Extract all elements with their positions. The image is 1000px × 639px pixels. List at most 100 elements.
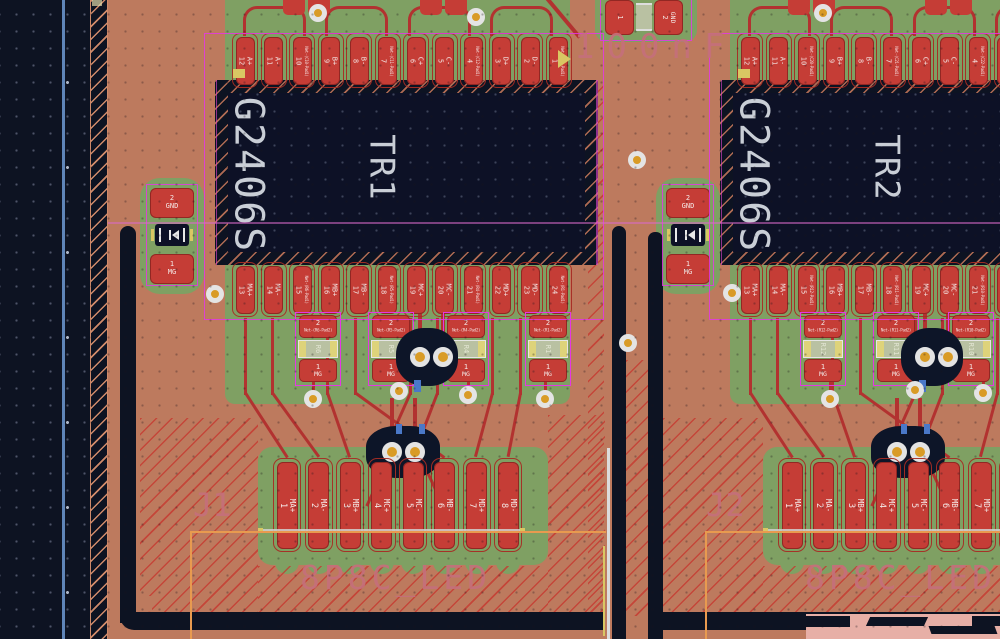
tht-hole[interactable] <box>405 442 425 462</box>
tht-hole[interactable] <box>910 442 930 462</box>
pad[interactable]: MC-20 <box>936 262 963 317</box>
pad[interactable]: MC+19 <box>908 262 934 317</box>
slot-fillet <box>136 596 152 612</box>
via[interactable] <box>309 4 327 22</box>
pad-net: MG <box>387 369 395 378</box>
courtyard-j2 <box>705 531 1000 639</box>
via[interactable] <box>390 382 408 400</box>
tht-hole[interactable] <box>433 347 453 367</box>
transformer-tr2-body[interactable]: G2406S TR2 <box>720 80 1000 265</box>
keepout-hatch <box>258 566 548 616</box>
pad[interactable]: MC+4 <box>367 458 396 552</box>
pad[interactable]: MD+7 <box>967 458 996 552</box>
via[interactable] <box>814 4 832 22</box>
tht-hole[interactable] <box>938 347 958 367</box>
trace <box>413 398 417 428</box>
tht-hole[interactable] <box>410 347 430 367</box>
pad-net: Net-(R12-Pad2) <box>807 327 839 333</box>
pad[interactable]: MB-6 <box>430 458 459 552</box>
pad[interactable]: MB-6 <box>935 458 964 552</box>
resistor-ref-label: R11 <box>892 342 900 356</box>
pad-net: Net-(R4-Pad2) <box>452 327 481 333</box>
silk-mark <box>706 229 709 241</box>
via[interactable] <box>206 285 224 303</box>
partial-pad[interactable] <box>445 0 467 15</box>
pad[interactable]: MB-17 <box>851 262 877 317</box>
pad[interactable]: MD+7 <box>462 458 491 552</box>
bcu-trace <box>901 424 907 434</box>
diode-symbol-icon <box>688 230 695 240</box>
pad[interactable]: MC-5 <box>399 458 428 552</box>
pad[interactable]: MB+3 <box>336 458 365 552</box>
trace <box>858 318 862 395</box>
slot-silk-yellow-line <box>603 546 605 636</box>
pad[interactable]: MA+1 <box>778 458 806 552</box>
pad-number: 1 <box>893 362 899 371</box>
via[interactable] <box>906 381 924 399</box>
pad[interactable]: MC+19 <box>403 262 429 317</box>
trace <box>923 298 927 332</box>
via[interactable] <box>467 8 485 26</box>
diode-body <box>667 224 709 246</box>
diode-symbol-icon <box>172 230 179 240</box>
via[interactable] <box>304 390 322 408</box>
diode-cathode-bar <box>699 228 701 242</box>
pad[interactable]: MC-20 <box>431 262 458 317</box>
tht-component[interactable] <box>396 328 458 386</box>
pad-net: MG <box>167 268 177 276</box>
via[interactable] <box>459 386 477 404</box>
tht-component[interactable] <box>901 328 963 386</box>
pad[interactable]: MC-5 <box>904 458 933 552</box>
pad[interactable]: MB-17 <box>346 262 372 317</box>
partial-pad[interactable] <box>420 0 442 15</box>
via[interactable] <box>628 151 646 169</box>
pad[interactable]: MB+3 <box>841 458 870 552</box>
via[interactable] <box>974 384 992 402</box>
via[interactable] <box>723 284 741 302</box>
tht-hole[interactable] <box>915 347 935 367</box>
partial-pad[interactable] <box>283 0 305 15</box>
pad[interactable]: MD-8 <box>494 458 523 552</box>
via[interactable] <box>619 334 637 352</box>
pad[interactable]: MC+4 <box>872 458 901 552</box>
pad[interactable]: MA+13 <box>232 262 258 317</box>
pad[interactable]: MA+1 <box>273 458 301 552</box>
partial-pad[interactable] <box>950 0 972 15</box>
pad-number: 2 <box>545 318 551 327</box>
pad[interactable]: MA-2 <box>809 458 838 552</box>
pad[interactable]: MA-14 <box>765 262 792 317</box>
capacitor-pad-1[interactable]: 1 <box>605 0 634 35</box>
partial-pad[interactable] <box>788 0 810 15</box>
via[interactable] <box>536 390 554 408</box>
pad[interactable]: MD+22 <box>488 262 515 317</box>
pad[interactable]: MA-2 <box>304 458 333 552</box>
pad[interactable]: MA-14 <box>260 262 287 317</box>
partial-pad[interactable] <box>925 0 947 15</box>
slot-cutout <box>648 232 663 639</box>
transformer-tr1-body[interactable]: G2406S TR1 <box>215 80 598 265</box>
via[interactable] <box>821 390 839 408</box>
